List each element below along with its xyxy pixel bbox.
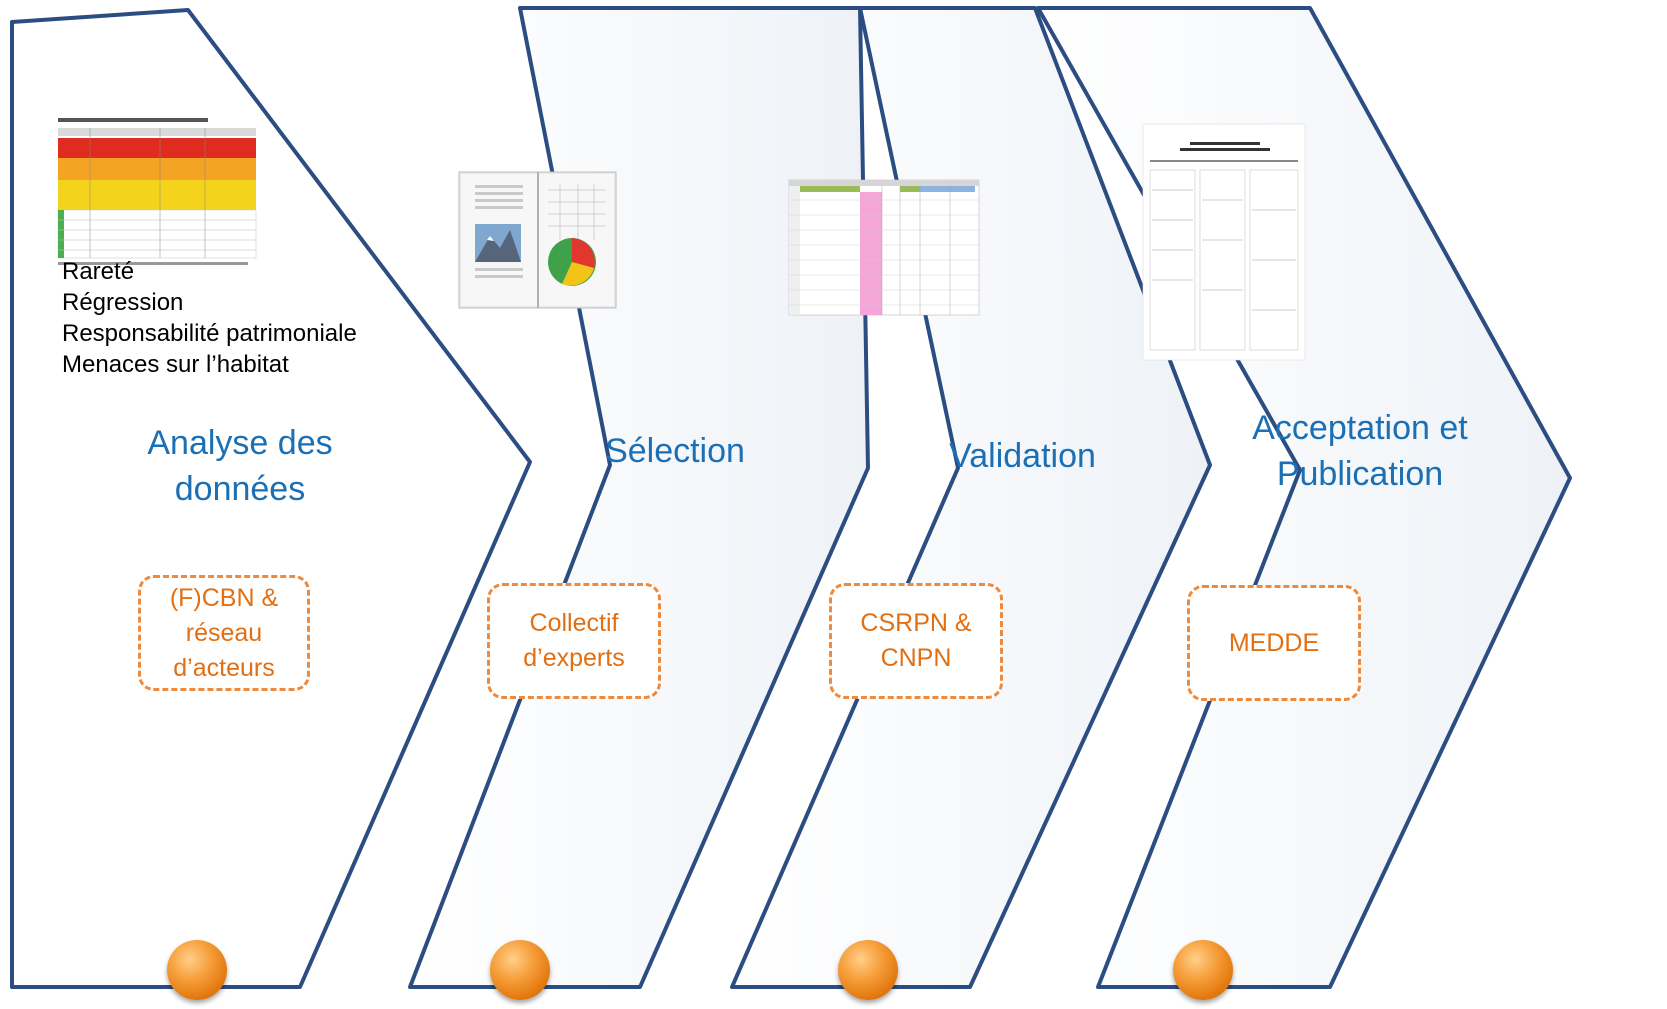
spreadsheet-thumbnail <box>788 179 980 316</box>
actor-box-experts: Collectif d’experts <box>487 583 661 699</box>
criteria-item: Responsabilité patrimoniale <box>62 320 357 347</box>
criteria-item: Rareté <box>62 258 135 285</box>
timeline-dot-1 <box>167 940 227 1000</box>
timeline-dot-2 <box>490 940 550 1000</box>
timeline-dot-3 <box>838 940 898 1000</box>
actor-box-csrpn: CSRPN & CNPN <box>829 583 1003 699</box>
chevron-stage-2 <box>408 6 870 989</box>
criteria-item: Régression <box>62 289 184 316</box>
criteria-list: Rareté Régression Responsabilité patrimo… <box>62 256 357 380</box>
stage-title-selection: Sélection <box>605 432 745 470</box>
table-thumbnail <box>57 116 257 268</box>
journal-thumbnail <box>1142 123 1306 361</box>
criteria-item: Menaces sur l’habitat <box>62 351 289 378</box>
stage-title-validation: Validation <box>949 437 1096 475</box>
chevron-stage-4 <box>1036 6 1572 989</box>
stage-title-publication: Acceptation et Publication <box>1252 409 1468 493</box>
report-icon <box>458 171 617 309</box>
timeline-dot-4 <box>1173 940 1233 1000</box>
stage-title-analyse: Analyse des données <box>147 424 333 508</box>
chevron-stage-3 <box>730 6 1212 989</box>
actor-box-cbn: (F)CBN & réseau d’acteurs <box>138 575 310 691</box>
actor-box-medde: MEDDE <box>1187 585 1361 701</box>
